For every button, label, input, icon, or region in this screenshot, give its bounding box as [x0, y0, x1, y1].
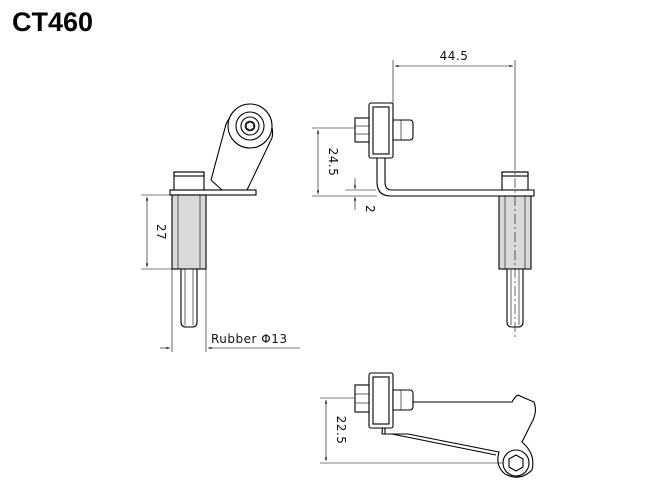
- top-view: 22.5: [320, 372, 537, 478]
- bent-strap: [376, 109, 535, 197]
- dimension-27: 27: [141, 194, 172, 270]
- collar: [173, 171, 205, 191]
- dimension-label-22-5: 22.5: [334, 416, 348, 445]
- dimension-44-5: 44.5: [392, 49, 516, 160]
- part-number-title: CT460: [12, 7, 93, 37]
- bolt-thread-top: [392, 389, 414, 411]
- rubber-diameter-dimension: Rubber Φ13: [160, 269, 300, 352]
- rubber-diameter-label: Rubber Φ13: [211, 332, 287, 346]
- base-plate: [169, 189, 257, 196]
- pin: [180, 268, 198, 328]
- bracket-arm: [210, 103, 274, 191]
- dimension-label-27: 27: [154, 224, 168, 240]
- side-view: 27 Rubber Φ13: [141, 103, 300, 352]
- dimension-24-5: 24.5: [312, 127, 377, 197]
- bolt-head: [354, 117, 370, 143]
- bolt-thread: [392, 119, 414, 141]
- dimension-label-24-5: 24.5: [326, 148, 340, 177]
- front-view: 44.5 24.5 2: [312, 49, 535, 340]
- dimension-22-5: 22.5: [320, 397, 503, 464]
- dimension-2: 2: [345, 178, 377, 213]
- rubber-sleeve: [171, 194, 207, 270]
- bolt-head-top: [354, 384, 370, 413]
- dimension-label-2: 2: [363, 205, 377, 213]
- top-arm: [381, 394, 537, 478]
- dimension-label-44-5: 44.5: [440, 49, 469, 63]
